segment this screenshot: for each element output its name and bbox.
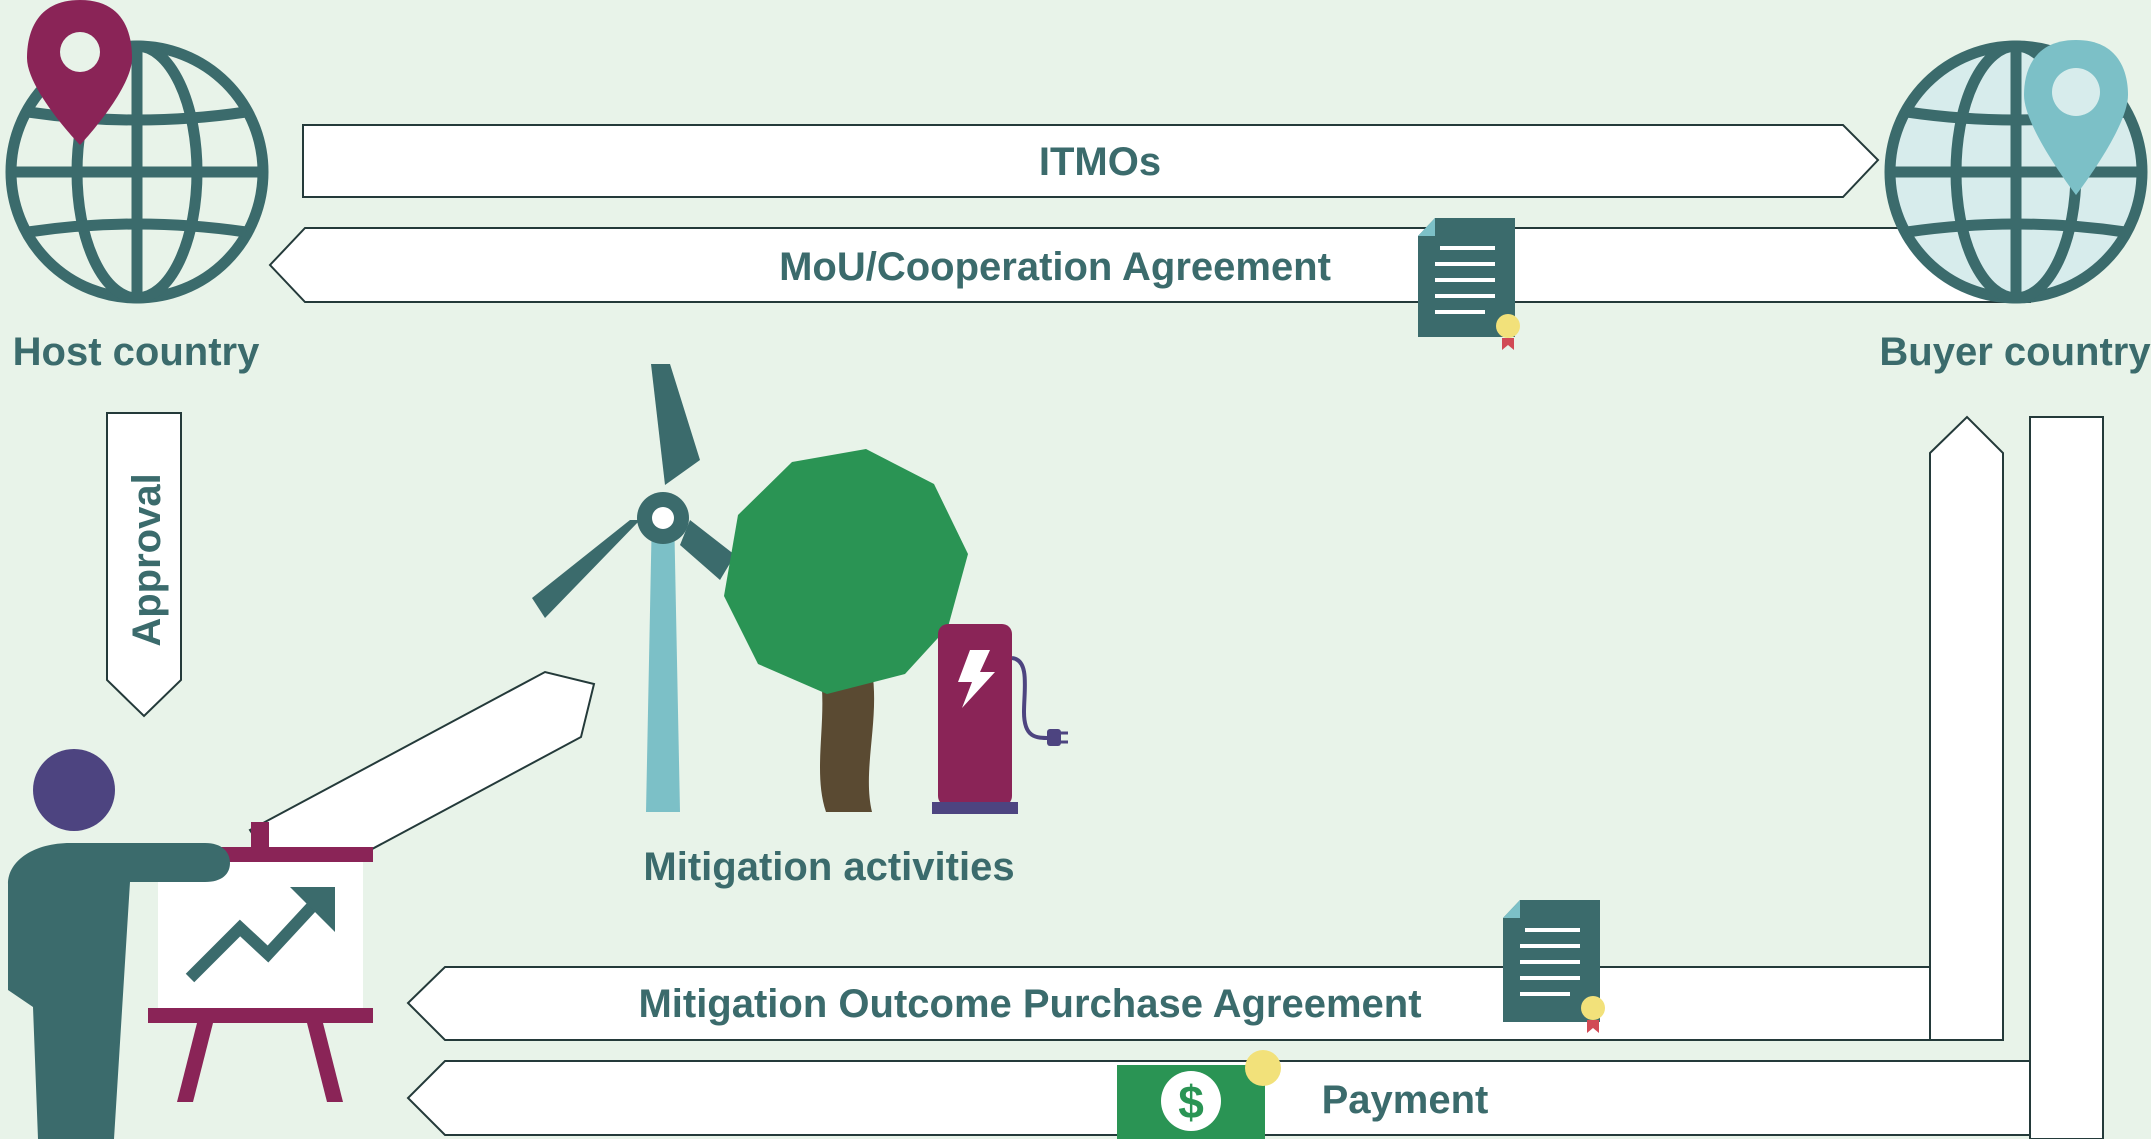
approval-label: Approval — [125, 473, 169, 646]
buyer-country-label: Buyer country — [1879, 330, 2151, 374]
mou-label: MoU/Cooperation Agreement — [779, 245, 1331, 289]
payment-label: Payment — [1322, 1078, 1489, 1122]
tree-icon — [724, 449, 968, 812]
approval-arrow: Approval — [106, 412, 182, 718]
dollar-bill-icon: $ — [1117, 1050, 1281, 1139]
mopa-up-arrow — [1929, 415, 2004, 1041]
mou-certificate-document-icon — [1418, 218, 1520, 350]
mitigation-activities-label: Mitigation activities — [643, 845, 1014, 889]
ev-charger-icon — [932, 624, 1068, 814]
buyer-location-pin-icon — [2024, 40, 2128, 195]
mopa-arrow: Mitigation Outcome Purchase Agreement — [406, 966, 1931, 1041]
host-location-pin-icon — [27, 0, 132, 145]
payment-vertical-arrow — [2029, 416, 2104, 1139]
mopa-label: Mitigation Outcome Purchase Agreement — [638, 982, 1421, 1026]
dollar-symbol: $ — [1178, 1076, 1204, 1128]
mopa-certificate-document-icon — [1503, 900, 1605, 1033]
host-globe-icon — [5, 40, 269, 304]
wind-turbine-icon — [532, 364, 735, 812]
presenter-chart-icon — [8, 749, 373, 1139]
host-country-label: Host country — [13, 330, 260, 374]
itmos-arrow: ITMOs — [302, 124, 1880, 198]
itmos-label: ITMOs — [1039, 140, 1161, 184]
mou-arrow: MoU/Cooperation Agreement — [268, 227, 2031, 303]
